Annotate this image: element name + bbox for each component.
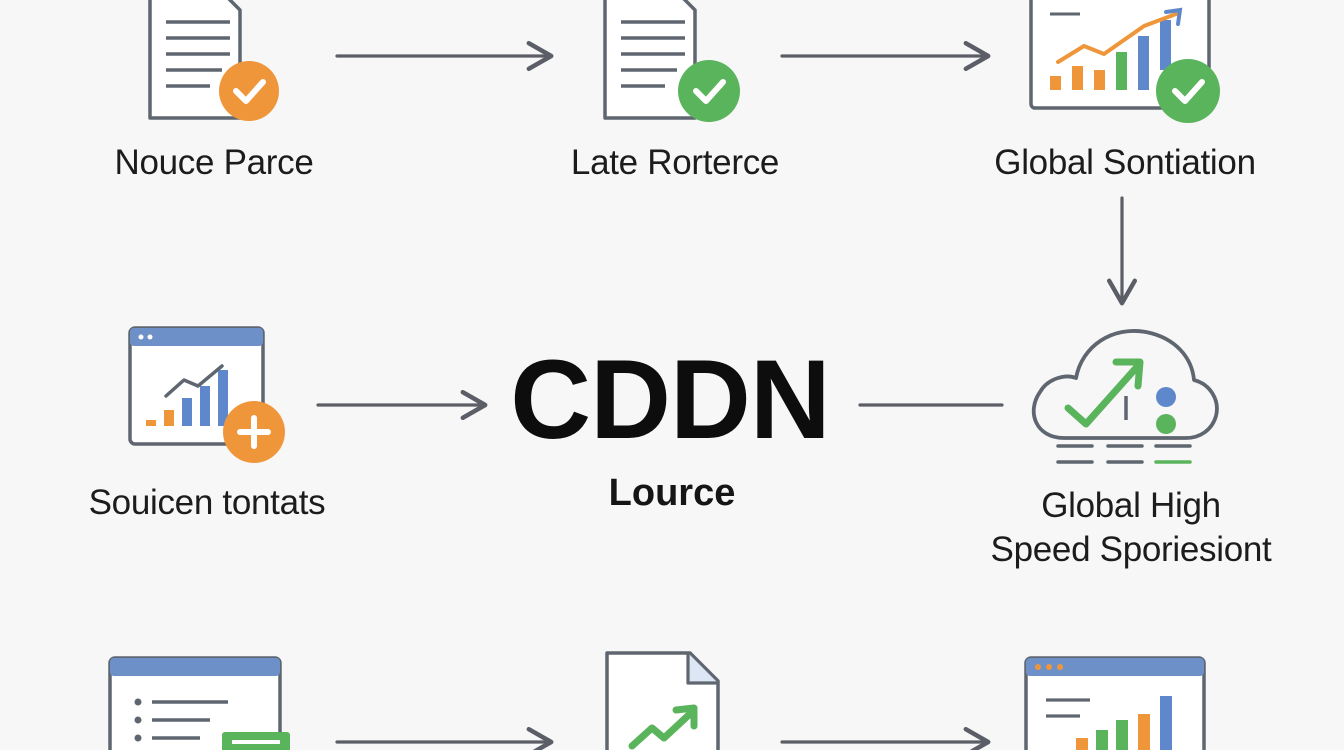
center-subtitle: Lource (608, 472, 736, 514)
list-window-icon (108, 656, 290, 750)
node-4-label: Souicen tontats (88, 483, 326, 522)
node-5-label: Global High Speed Sporiesiont (991, 484, 1272, 572)
cloud-upload-icon (1031, 329, 1219, 464)
arrows (316, 40, 1138, 750)
node-5-label-line-1: Global High (1041, 486, 1221, 525)
chart-plus-icon (128, 326, 285, 463)
node-2-label: Late Rorterce (570, 143, 780, 182)
document-trend-icon (605, 651, 720, 750)
document-check-icon-2 (603, 0, 740, 122)
node-5-label-line-2: Speed Sporiesiont (990, 530, 1272, 569)
chart-window-icon (1024, 656, 1206, 750)
chart-check-icon (1029, 0, 1220, 123)
document-check-icon (148, 0, 279, 121)
node-1-label: Nouce Parce (114, 143, 314, 182)
node-3-label: Global Sontiation (994, 143, 1256, 182)
center-title: CDDN (510, 337, 831, 462)
